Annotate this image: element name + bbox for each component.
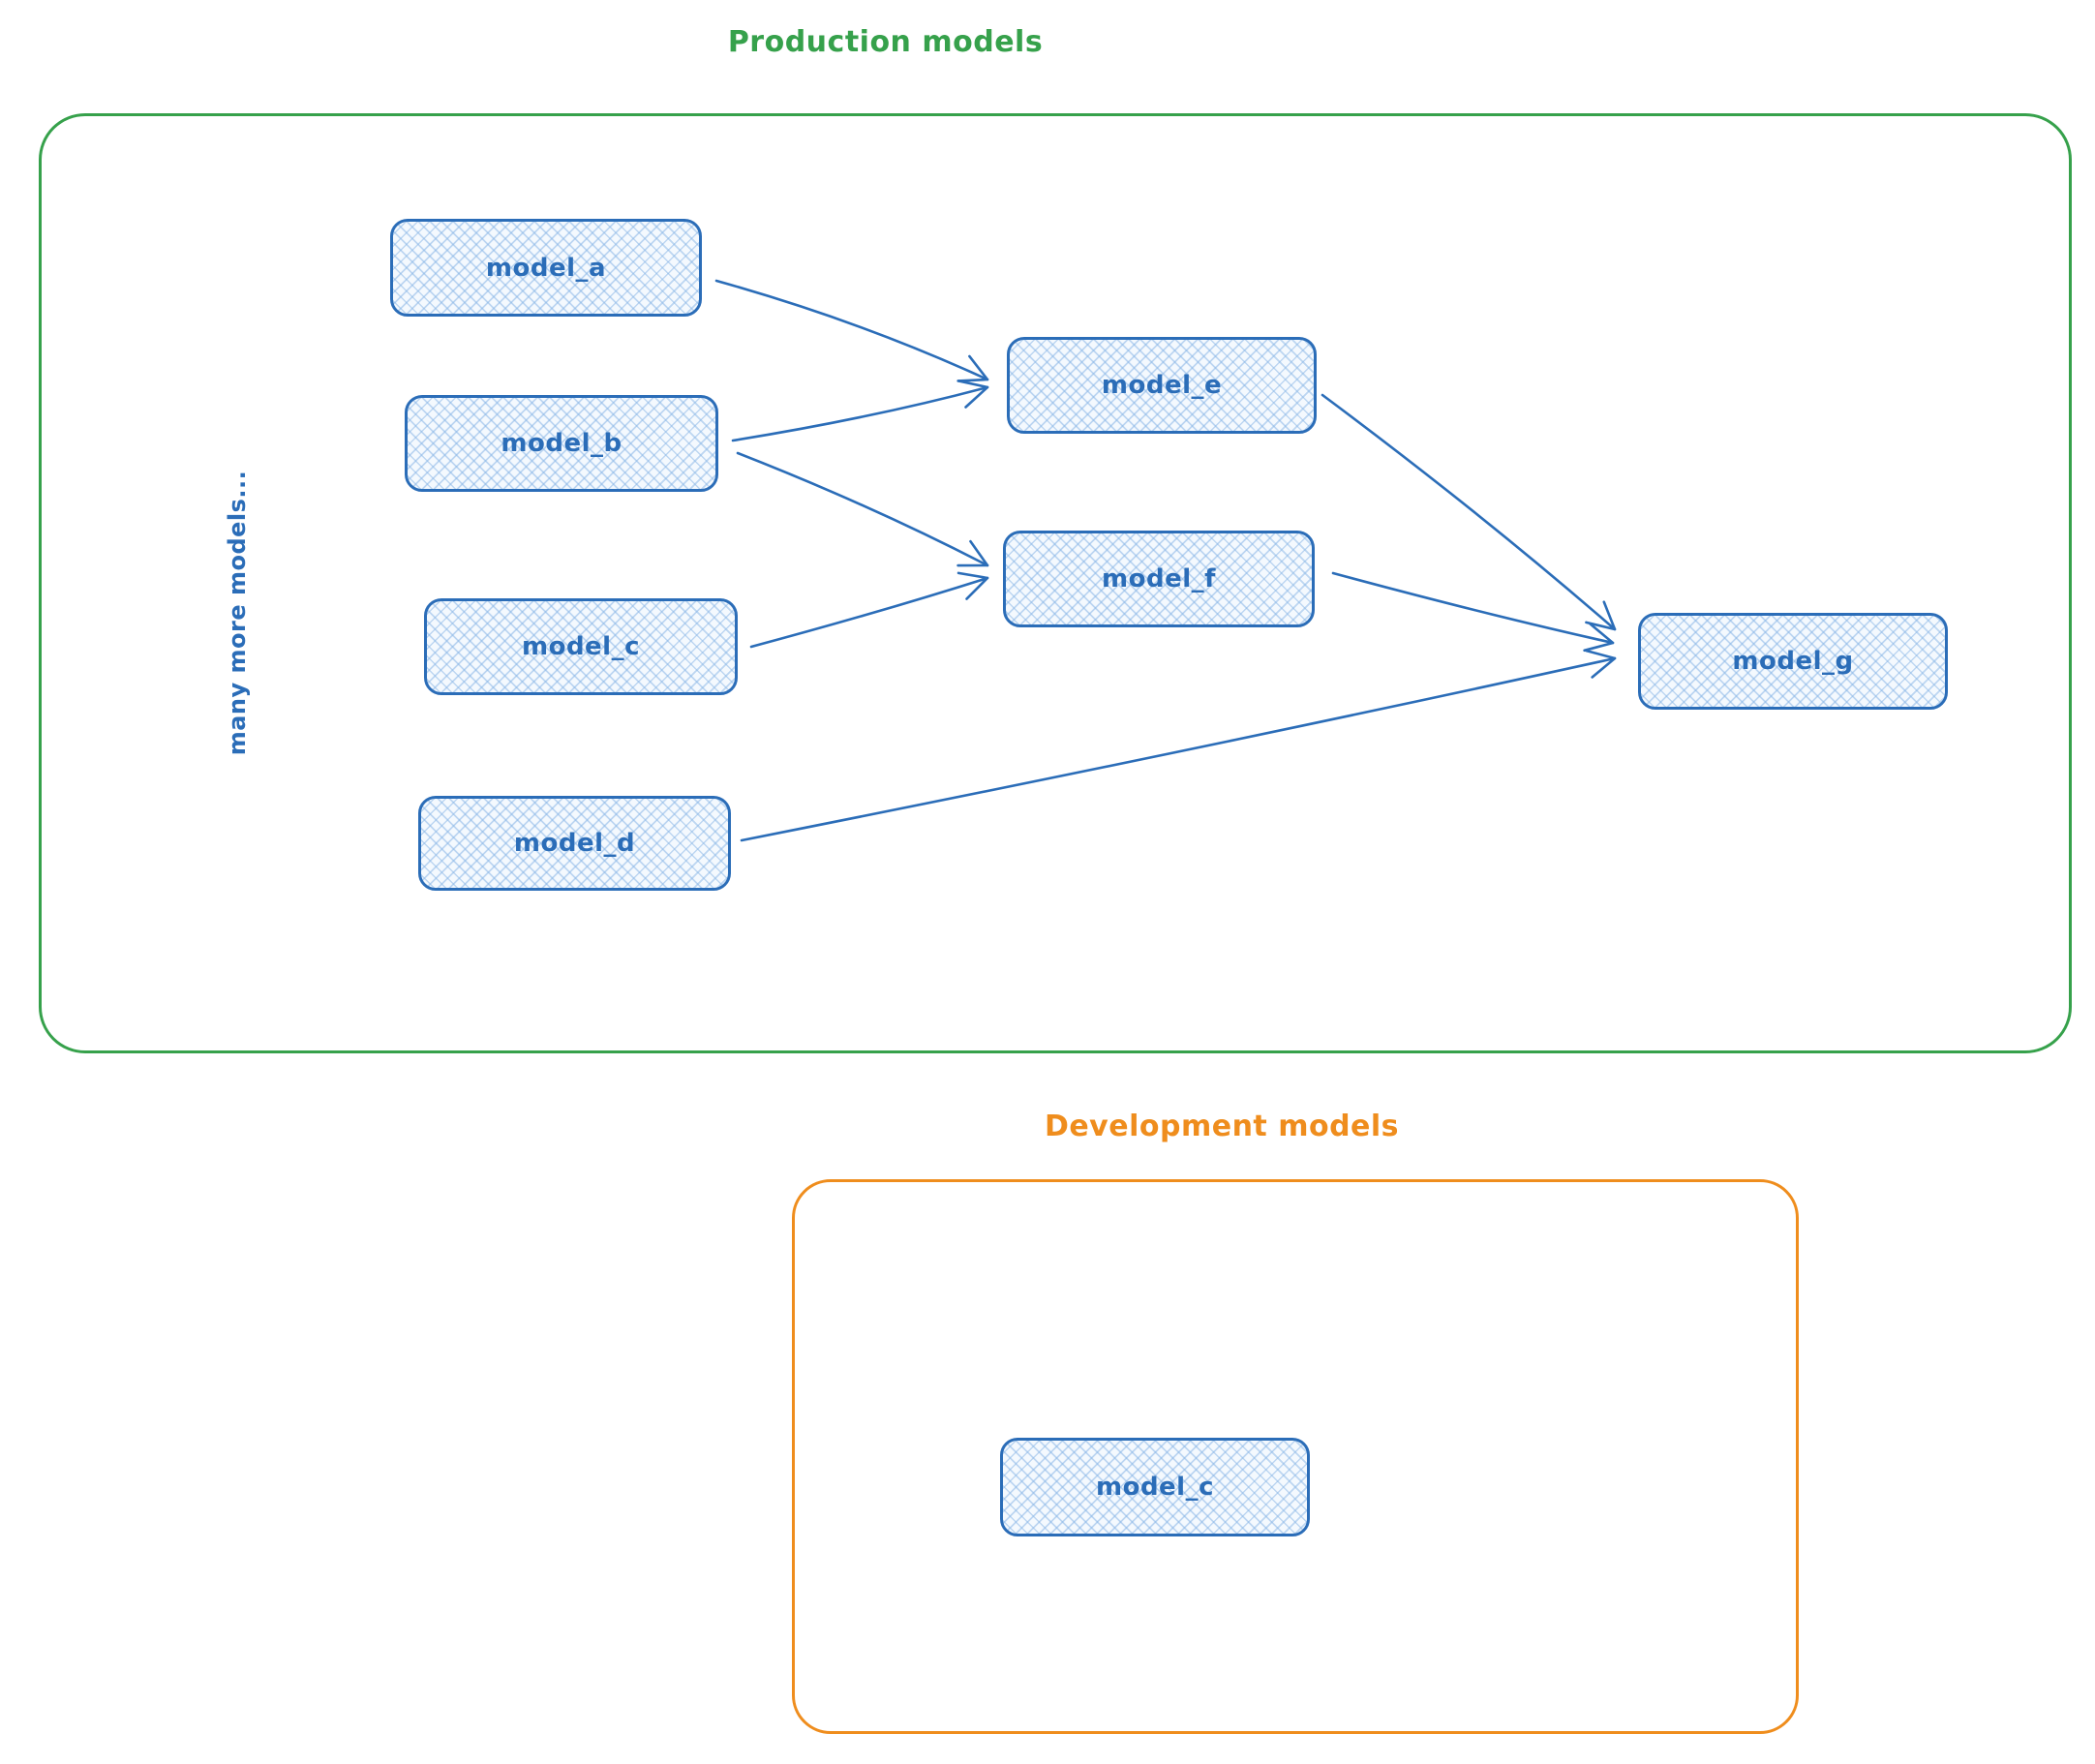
many-more-models-note: many more models... (224, 470, 251, 756)
node-dev-model-c: model_c (1000, 1438, 1310, 1536)
node-model-e-label: model_e (1101, 371, 1223, 400)
node-model-a: model_a (390, 219, 702, 317)
node-dev-model-c-label: model_c (1095, 1473, 1215, 1502)
node-model-c-label: model_c (521, 632, 641, 661)
node-model-d: model_d (418, 796, 731, 891)
node-model-c: model_c (424, 598, 738, 695)
node-model-b-label: model_b (501, 429, 622, 458)
production-section-title: Production models (727, 25, 1044, 59)
node-model-a-label: model_a (485, 253, 607, 283)
node-model-g: model_g (1638, 613, 1948, 710)
production-container (39, 113, 2072, 1053)
node-model-f: model_f (1003, 531, 1315, 627)
development-section-title: Development models (1044, 1110, 1400, 1143)
node-model-b: model_b (405, 395, 718, 492)
development-container (792, 1179, 1799, 1734)
node-model-d-label: model_d (513, 829, 636, 858)
node-model-f-label: model_f (1102, 564, 1216, 593)
node-model-g-label: model_g (1732, 647, 1854, 676)
node-model-e: model_e (1007, 337, 1317, 434)
